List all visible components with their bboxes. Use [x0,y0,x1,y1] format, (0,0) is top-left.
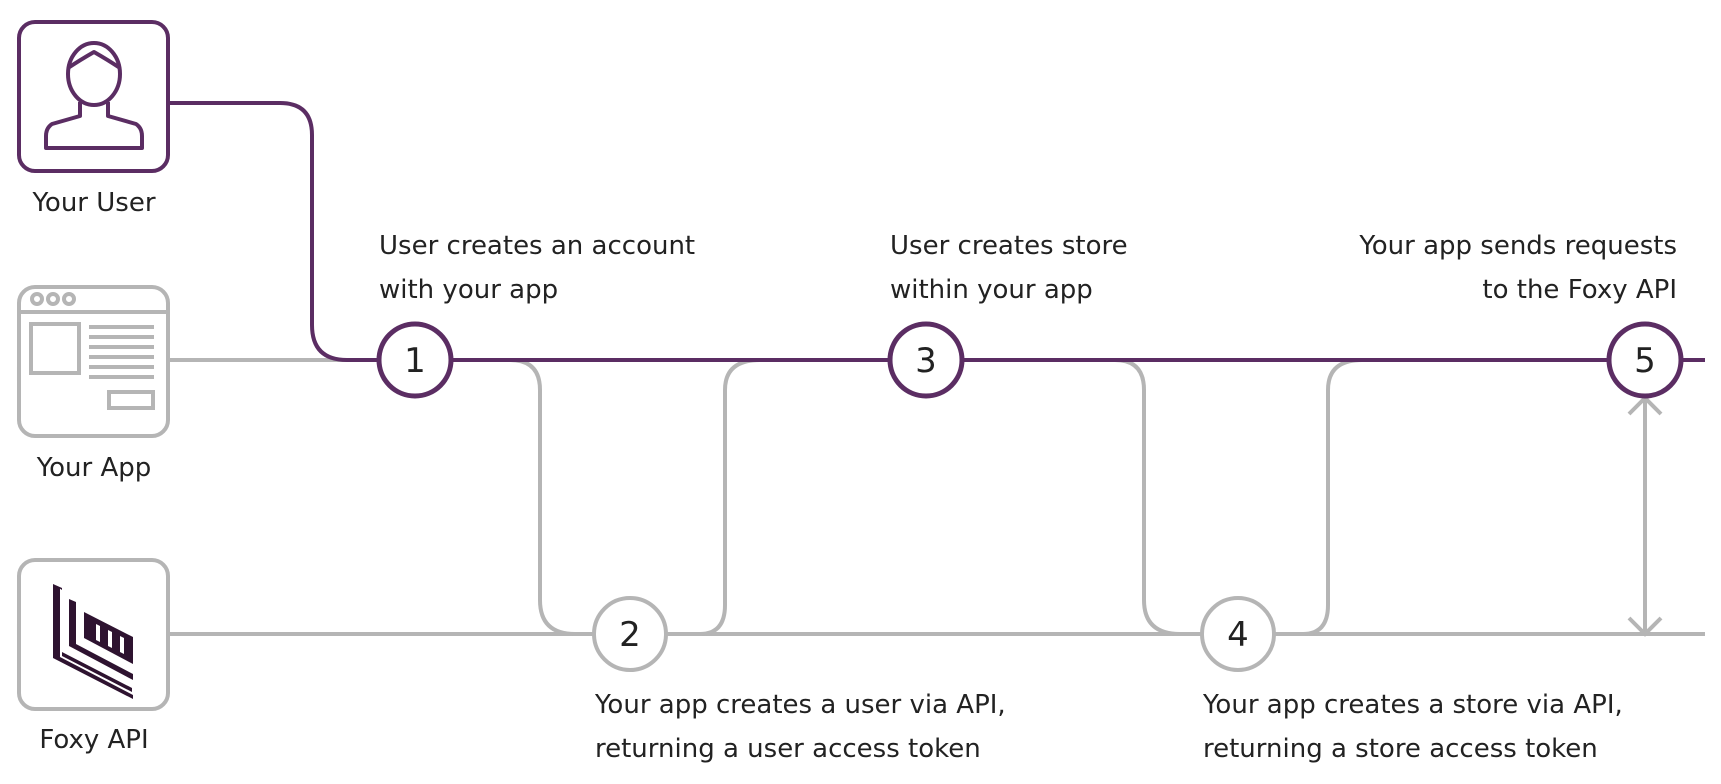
step-4: 4 [1200,596,1276,672]
step-2-text-line-2: returning a user access token [595,734,981,764]
double-arrow-icon [1627,395,1663,637]
actor-user-label: Your User [31,188,155,218]
actor-api-label: Foxy API [39,725,148,755]
step-1-text-line-2: with your app [379,275,558,305]
actor-app [17,285,170,438]
actor-user [17,20,170,173]
step-4-number: 4 [1227,615,1249,655]
step-5-number: 5 [1634,341,1656,381]
user-flow-line [168,101,1705,362]
step-4-text-line-2: returning a store access token [1203,734,1598,764]
step-3: 3 [887,321,965,399]
connector-2-to-3 [668,358,888,636]
step-5: 5 [1606,321,1684,399]
connector-4-to-5 [1276,358,1608,636]
step-1: 1 [376,321,454,399]
step-3-text-line-1: User creates store [890,231,1128,261]
step-1-number: 1 [404,341,426,381]
browser-window-icon [19,292,168,410]
actor-api [17,558,170,711]
foxy-logo-icon [53,584,133,699]
step-2-number: 2 [619,615,641,655]
step-4-text-line-1: Your app creates a store via API, [1202,690,1623,720]
user-icon [44,41,144,150]
step-3-text-line-2: within your app [890,275,1093,305]
connector-3-to-4 [962,358,1200,636]
step-2: 2 [592,596,668,672]
step-1-text-line-1: User creates an account [379,231,695,261]
actor-app-label: Your App [36,453,152,483]
connector-1-to-2 [452,358,592,636]
step-5-text-line-1: Your app sends requests [1358,231,1677,261]
step-2-text-line-1: Your app creates a user via API, [594,690,1006,720]
step-3-number: 3 [915,341,937,381]
step-5-text-line-2: to the Foxy API [1482,275,1677,305]
